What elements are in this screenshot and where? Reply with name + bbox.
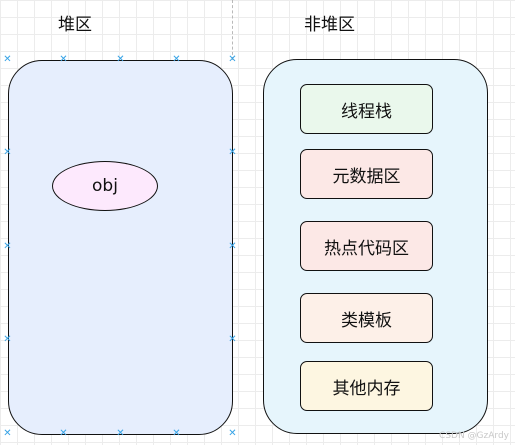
selection-handle-icon[interactable]: ✕ — [228, 334, 237, 345]
non-heap-area-label: 线程栈 — [341, 101, 392, 122]
non-heap-area-box[interactable]: 类模板 — [300, 293, 433, 343]
selection-handle-icon[interactable]: ✕ — [3, 54, 12, 65]
selection-handle-icon[interactable]: ✕ — [3, 334, 12, 345]
selection-handle-icon[interactable]: ✕ — [172, 54, 181, 65]
selection-handle-icon[interactable]: ✕ — [228, 147, 237, 158]
non-heap-area-label: 元数据区 — [332, 166, 401, 187]
selection-handle-icon[interactable]: ✕ — [3, 241, 12, 252]
non-heap-area-box[interactable]: 其他内存 — [300, 361, 433, 411]
non-heap-area-box[interactable]: 元数据区 — [300, 149, 433, 199]
selection-handle-icon[interactable]: ✕ — [228, 428, 237, 439]
non-heap-area-box[interactable]: 线程栈 — [300, 84, 433, 134]
selection-handle-icon[interactable]: ✕ — [228, 241, 237, 252]
vertical-guide-line — [232, 0, 233, 60]
selection-handle-icon[interactable]: ✕ — [228, 54, 237, 65]
non-heap-area-label: 其他内存 — [332, 378, 401, 399]
heap-object-ellipse[interactable]: obj — [52, 161, 158, 211]
selection-handle-icon[interactable]: ✕ — [116, 54, 125, 65]
selection-handle-icon[interactable]: ✕ — [59, 428, 68, 439]
non-heap-area-label: 热点代码区 — [324, 238, 409, 259]
selection-handle-icon[interactable]: ✕ — [3, 428, 12, 439]
non-heap-heading: 非堆区 — [304, 15, 355, 35]
selection-handle-icon[interactable]: ✕ — [59, 54, 68, 65]
selection-handle-icon[interactable]: ✕ — [116, 428, 125, 439]
non-heap-area-box[interactable]: 热点代码区 — [300, 221, 433, 271]
selection-handle-icon[interactable]: ✕ — [172, 428, 181, 439]
non-heap-area-label: 类模板 — [341, 310, 392, 331]
heap-heading: 堆区 — [58, 15, 92, 35]
heap-object-label: obj — [92, 176, 118, 196]
selection-handle-icon[interactable]: ✕ — [3, 147, 12, 158]
heap-panel[interactable] — [8, 60, 233, 435]
watermark: CSDN @GzArdy — [439, 431, 509, 441]
